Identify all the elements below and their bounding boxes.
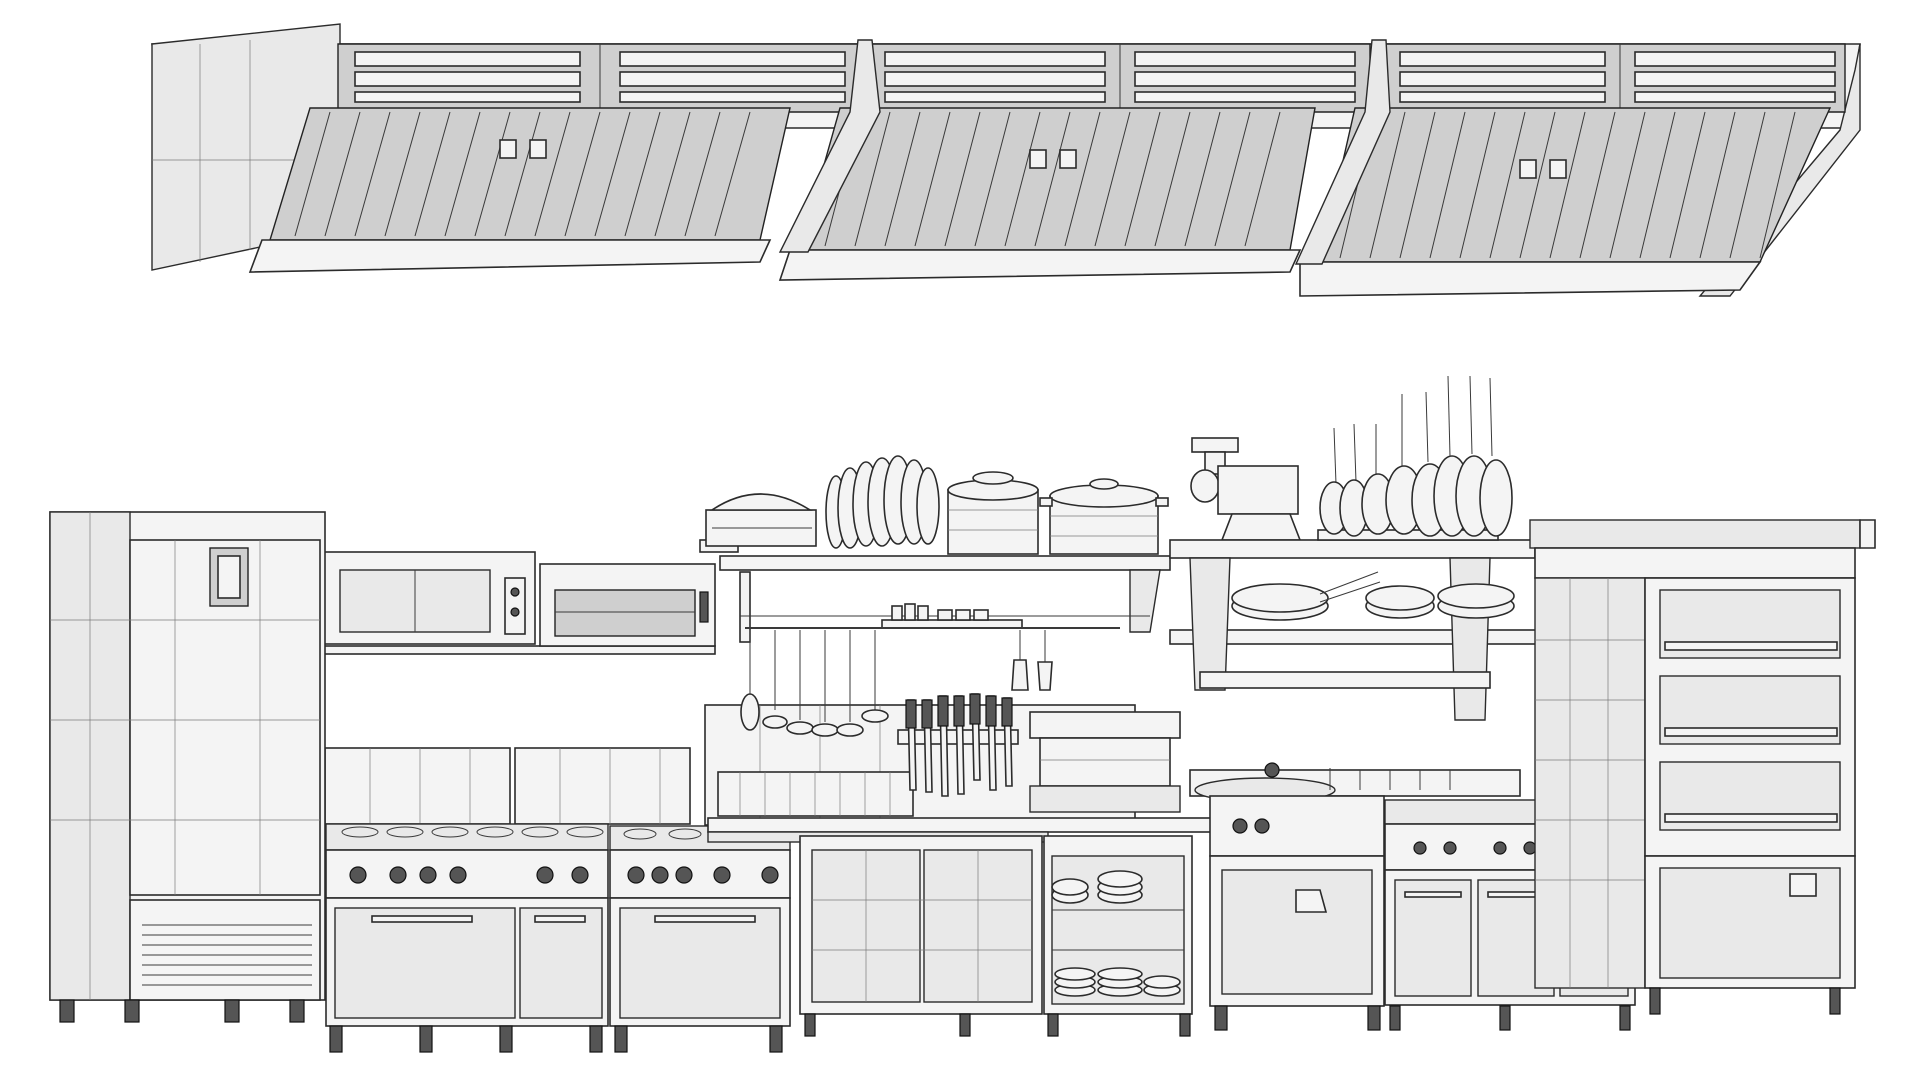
kettle-knobs: [1232, 818, 1270, 834]
frying-pans-shelf: [1231, 571, 1515, 621]
gas-range-large: [325, 823, 609, 1053]
hood-section-3: [1299, 43, 1846, 297]
deck-oven: [1529, 519, 1876, 1015]
hood-section-2: [778, 43, 1371, 281]
stock-pot-large: [1039, 478, 1169, 555]
hood-section-1: [248, 43, 859, 273]
stock-pot-small: [947, 471, 1039, 555]
central-counter: [707, 693, 1214, 1037]
plate-stack-upright: [825, 455, 940, 549]
oven-deck-1: [1659, 589, 1841, 659]
range-knobs-right: [627, 866, 779, 884]
oven-deck-2: [1659, 675, 1841, 745]
exhaust-hood: [151, 23, 1861, 297]
pan-rack: [1317, 375, 1513, 541]
knife-rail: [897, 693, 1019, 797]
tall-refrigerator: [49, 511, 326, 1023]
hanging-utensils: [740, 630, 1053, 737]
stacked-bowls: [1051, 870, 1143, 904]
meat-grinder: [1190, 437, 1302, 541]
chafing-dish: [705, 493, 817, 547]
salamander-shelf: [322, 551, 716, 655]
stacked-plates: [1054, 967, 1181, 997]
kettle-station: [1189, 762, 1521, 1031]
gas-range-small: [609, 825, 791, 1053]
oven-deck-3: [1659, 761, 1841, 831]
wall-shelf-right: [1169, 539, 1561, 721]
range-knobs-left: [349, 866, 589, 884]
wall-shelf-left: [699, 455, 1171, 737]
spice-jars: [881, 603, 1023, 629]
